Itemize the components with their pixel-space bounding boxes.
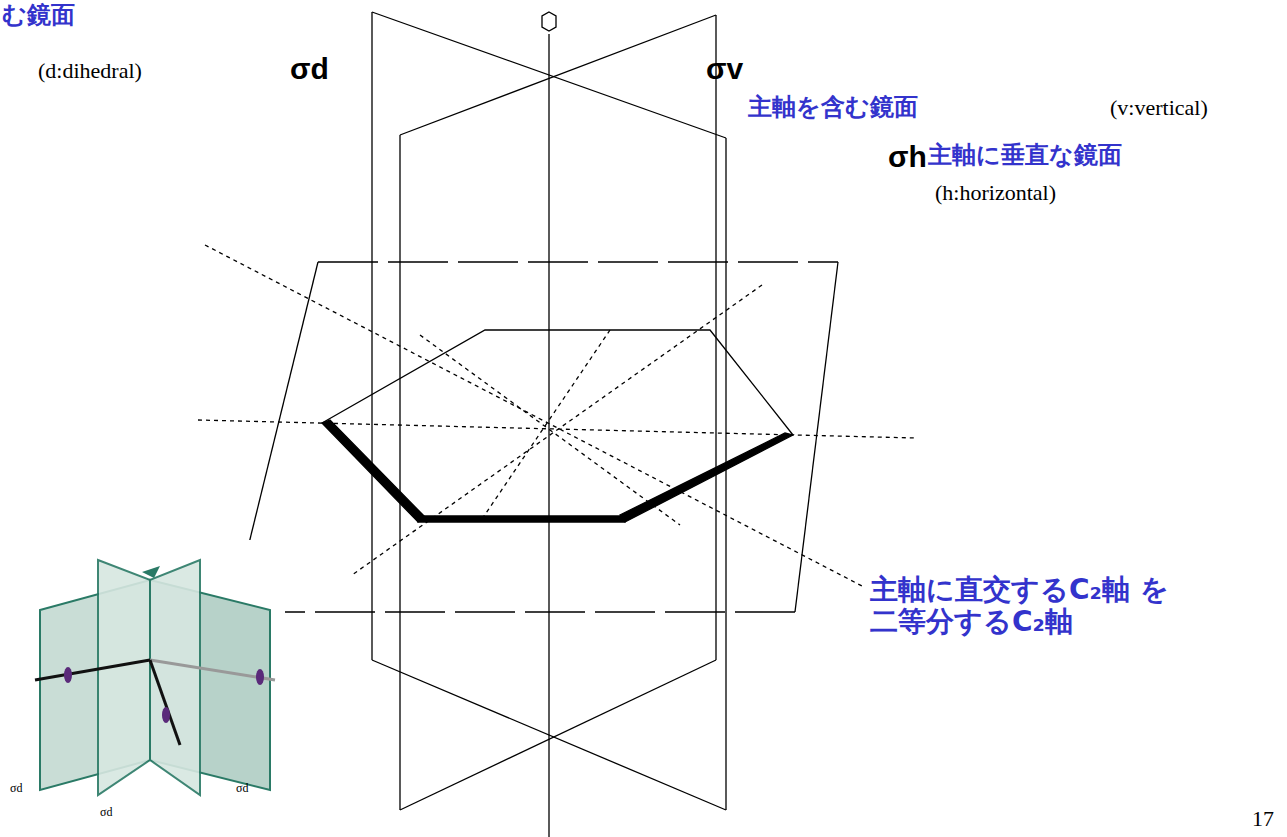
plane-symbol: σd xyxy=(290,52,329,87)
plane-note: (h:horizontal) xyxy=(935,180,1056,205)
sigma-d-plane xyxy=(372,12,726,810)
principal-axis xyxy=(548,34,549,837)
inset-picture xyxy=(30,540,285,805)
hexagon-molecule xyxy=(322,330,793,522)
plane-symbol: σh xyxy=(888,140,927,175)
inset-symbol: σd xyxy=(100,806,112,820)
sigma-h-plane xyxy=(240,262,838,612)
plane-caption: 主軸に垂直な鏡面 xyxy=(928,142,1122,170)
plane-caption: 主軸を含む鏡面 xyxy=(748,94,918,122)
page-number: 17 xyxy=(1252,806,1274,831)
inset-symbol: σd xyxy=(10,782,22,796)
inset-symbol: σd xyxy=(236,782,248,796)
c2-axes xyxy=(198,245,915,586)
axis-caption: 主軸に直交するC₂軸 を二等分するC₂軸 xyxy=(870,574,1190,638)
sigma-v-plane xyxy=(400,15,716,810)
plane-caption: む鏡面 xyxy=(2,2,75,30)
plane-note: (d:dihedral) xyxy=(38,58,142,83)
axis-symbol xyxy=(542,12,556,31)
plane-note: (v:vertical) xyxy=(1110,95,1208,120)
plane-symbol: σv xyxy=(706,52,743,87)
